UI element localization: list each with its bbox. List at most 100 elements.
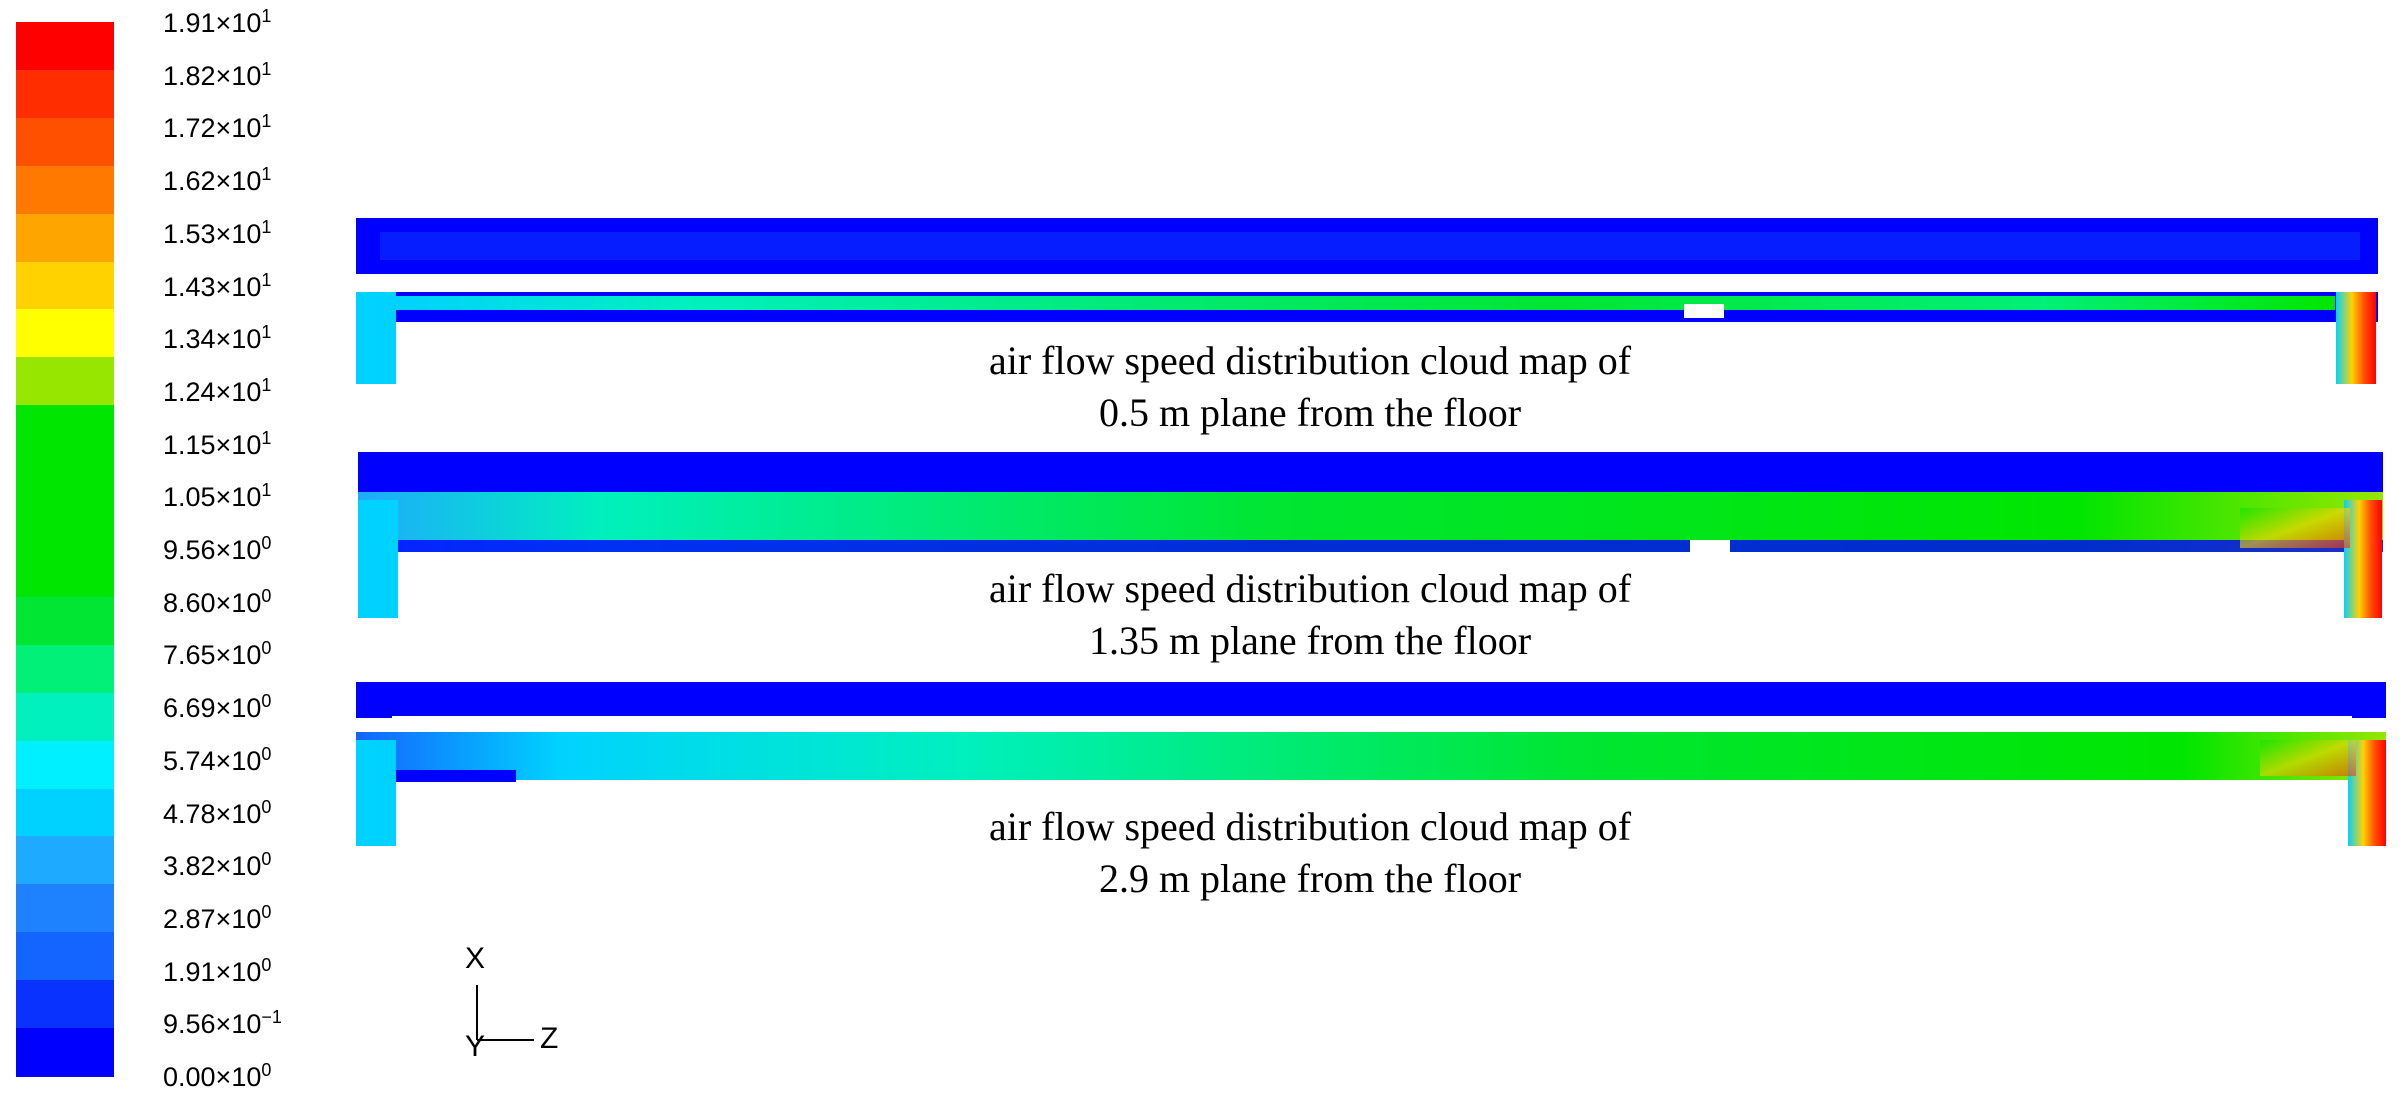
legend-tick-mantissa: 7.65×10 (163, 640, 262, 671)
legend-tick-mantissa: 0.00×10 (163, 1062, 262, 1092)
axis-triad (476, 985, 534, 1041)
legend-tick-label: 8.60×100 (163, 587, 271, 618)
legend-tick-exponent: −1 (261, 1007, 282, 1028)
legend-color-cell (16, 405, 114, 455)
legend-tick-mantissa: 1.15×10 (163, 429, 262, 460)
legend-color-cell (16, 549, 114, 598)
legend-tick-label: 5.74×100 (163, 745, 271, 775)
legend-tick-label: 1.05×101 (163, 481, 271, 513)
panel-3-caption-line1: air flow speed distribution cloud map of (988, 804, 1632, 849)
panel-1-caption-line1: air flow speed distribution cloud map of (988, 338, 1632, 383)
axis-z-label: Z (540, 1022, 559, 1055)
legend-tick-exponent: 0 (261, 533, 272, 553)
legend-tick-exponent: 1 (261, 322, 272, 343)
legend-tick-exponent: 0 (261, 638, 272, 659)
legend-color-cell (16, 69, 114, 119)
legend-tick-label: 1.43×101 (163, 271, 271, 302)
contour-panel-1 (356, 218, 2378, 384)
legend-tick-mantissa: 1.34×10 (163, 324, 262, 355)
legend-tick-exponent: 0 (261, 585, 272, 606)
legend-tick-mantissa: 1.82×10 (163, 60, 262, 91)
contour-panel-2 (358, 452, 2383, 618)
panel-1-upper-band-inner (380, 232, 2360, 260)
panel-1-caption-line2: 0.5 m plane from the floor (1098, 390, 1522, 435)
legend-tick-label: 1.34×101 (163, 323, 271, 355)
contour-panel-3 (356, 682, 2386, 846)
panel-1-right-leg (2336, 292, 2376, 384)
legend-tick-label: 1.91×101 (163, 7, 271, 38)
legend-color-cell (16, 22, 114, 71)
legend-color-cell (16, 692, 114, 742)
legend-color-cell (16, 932, 114, 982)
legend-tick-exponent: 1 (261, 58, 272, 79)
legend-tick-mantissa: 1.05×10 (163, 482, 262, 513)
legend-color-cell (16, 117, 114, 167)
panel-3-duct (356, 732, 2386, 780)
panel-2-top-band (358, 452, 2383, 494)
legend-tick-label: 0.00×100 (163, 1061, 271, 1092)
legend-tick-exponent: 0 (261, 1060, 272, 1080)
panel-3-left-leg-base (396, 770, 516, 782)
legend-tick-exponent: 0 (261, 796, 272, 817)
legend-tick-label: 2.87×100 (163, 903, 271, 934)
legend-tick-exponent: 1 (261, 269, 272, 290)
legend-color-cell (16, 261, 114, 311)
legend-tick-mantissa: 6.69×10 (163, 693, 262, 724)
panel-1-left-leg (356, 292, 396, 384)
legend-tick-exponent: 1 (261, 480, 272, 501)
legend-tick-label: 3.82×100 (163, 850, 271, 882)
legend-tick-mantissa: 3.82×10 (163, 851, 262, 882)
legend-tick-exponent: 1 (261, 6, 272, 26)
color-legend-bar (16, 22, 114, 1077)
panel-2-right-corner (2240, 508, 2350, 548)
panel-1-lower-duct-flow (395, 296, 2335, 310)
legend-tick-label: 9.56×100 (163, 534, 271, 565)
legend-color-cell (16, 165, 114, 215)
legend-color-cell (16, 788, 114, 838)
legend-tick-mantissa: 4.78×10 (163, 798, 262, 829)
panel-1-gap (1684, 304, 1724, 318)
legend-tick-mantissa: 1.43×10 (163, 271, 262, 302)
legend-color-cell (16, 836, 114, 886)
panel-2-left-leg (358, 500, 398, 618)
legend-tick-mantissa: 9.56×10 (163, 535, 262, 565)
axis-x-label: X (465, 942, 486, 975)
legend-color-cell (16, 357, 114, 407)
legend-color-cell (16, 453, 114, 503)
legend-tick-label: 1.53×101 (163, 218, 271, 249)
legend-tick-exponent: 0 (261, 691, 272, 712)
legend-tick-exponent: 1 (261, 216, 272, 237)
legend-tick-exponent: 0 (261, 954, 272, 975)
legend-color-cell (16, 501, 114, 550)
legend-tick-mantissa: 1.24×10 (163, 376, 262, 407)
legend-tick-exponent: 1 (261, 374, 272, 395)
legend-tick-label: 1.62×101 (163, 165, 271, 195)
legend-tick-mantissa: 1.53×10 (163, 218, 262, 249)
panel-3-left-leg (356, 740, 396, 846)
panel-3-right-corner (2260, 740, 2356, 776)
panel-3-top-band (356, 682, 2386, 718)
panel-2-caption-line1: air flow speed distribution cloud map of (988, 566, 1632, 611)
panel-2-right-leg (2344, 500, 2382, 618)
legend-tick-label: 1.82×101 (163, 60, 271, 91)
panel-2-caption-line2: 1.35 m plane from the floor (1088, 618, 1532, 663)
legend-tick-label: 7.65×100 (163, 639, 271, 671)
panel-3-white-gap (392, 716, 2352, 730)
legend-color-cell (16, 980, 114, 1030)
legend-tick-exponent: 1 (261, 427, 272, 448)
legend-tick-exponent: 0 (261, 743, 272, 764)
legend-tick-exponent: 1 (261, 111, 272, 132)
legend-color-cell (16, 596, 114, 646)
legend-tick-mantissa: 9.56×10 (163, 1009, 262, 1040)
legend-tick-mantissa: 8.60×10 (163, 587, 262, 618)
legend-tick-mantissa: 1.91×10 (163, 956, 262, 987)
legend-tick-label: 1.15×101 (163, 429, 271, 460)
legend-tick-mantissa: 2.87×10 (163, 903, 262, 934)
legend-color-cell (16, 213, 114, 263)
legend-color-cell (16, 884, 114, 934)
legend-tick-mantissa: 1.91×10 (163, 8, 262, 38)
legend-tick-label: 6.69×100 (163, 692, 271, 724)
panel-2-duct-bottom (358, 540, 2383, 552)
panel-2-gap (1690, 540, 1730, 552)
